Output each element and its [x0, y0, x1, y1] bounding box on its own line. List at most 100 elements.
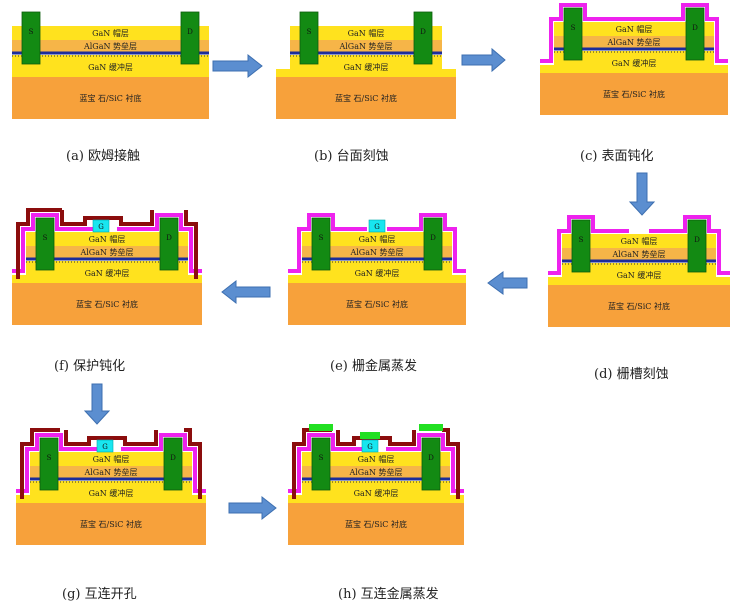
barrier-layer — [12, 40, 209, 52]
source-label: S — [307, 28, 312, 36]
protective-passivation-middle — [60, 210, 154, 226]
source-contact — [311, 437, 331, 491]
source-contact — [311, 217, 331, 271]
gate-metal — [96, 439, 114, 453]
substrate-label: 蓝宝 石/SiC 衬底 — [76, 299, 138, 309]
gate-label: G — [102, 443, 108, 451]
source-contact — [571, 219, 591, 273]
barrier-label: AlGaN 势垒层 — [348, 467, 402, 477]
buffer-layer — [562, 263, 716, 285]
barrier-label: AlGaN 势垒层 — [606, 37, 660, 47]
substrate-layer — [12, 77, 209, 119]
barrier-label: AlGaN 势垒层 — [83, 41, 137, 51]
source-contact — [21, 11, 41, 65]
drain-label: D — [187, 28, 193, 36]
barrier-label: AlGaN 势垒层 — [79, 247, 133, 257]
cap-label: GaN 帽层 — [359, 234, 396, 244]
caption-b: (b) 台面刻蚀 — [314, 149, 389, 164]
caption-d: (d) 栅槽刻蚀 — [594, 367, 669, 382]
cap-layer — [554, 22, 714, 36]
substrate-label: 蓝宝 石/SiC 衬底 — [345, 519, 407, 529]
substrate-layer — [276, 77, 456, 119]
passivation-layer-left — [288, 213, 367, 273]
cap-label: GaN 帽层 — [621, 236, 658, 246]
protective-passivation-right — [184, 210, 198, 279]
passivation-layer-left — [288, 433, 366, 493]
substrate-layer — [288, 283, 466, 325]
source-label: S — [47, 454, 52, 462]
caption-a: (a) 欧姆接触 — [66, 148, 140, 164]
substrate-label: 蓝宝 石/SiC 衬底 — [80, 93, 142, 103]
source-contact — [299, 11, 319, 65]
cap-label: GaN 帽层 — [358, 454, 395, 464]
gate-label: G — [367, 443, 373, 451]
barrier-layer — [562, 248, 716, 260]
arrow-d-to-e — [487, 271, 528, 295]
buffer-layer — [290, 55, 442, 77]
buffer-label: GaN 缓冲层 — [354, 488, 399, 498]
cap-label: GaN 帽层 — [92, 28, 129, 38]
arrow-b-to-c — [461, 47, 506, 73]
barrier-layer — [290, 40, 442, 52]
drain-label: D — [170, 454, 176, 462]
drain-contact — [421, 437, 441, 491]
passivation-layer-left — [540, 3, 634, 63]
protective-passivation-left — [292, 428, 332, 499]
cap-layer — [302, 452, 450, 466]
passivation-layer-right — [649, 215, 730, 275]
arrow-c-to-d — [628, 172, 656, 216]
passivation-layer-left — [548, 215, 629, 275]
buffer-label: GaN 缓冲层 — [89, 488, 134, 498]
source-contact — [563, 7, 583, 61]
cap-layer — [30, 452, 192, 466]
caption-c: (c) 表面钝化 — [580, 149, 654, 164]
buffer-layer — [302, 481, 450, 503]
substrate-layer — [288, 503, 464, 545]
drain-contact — [163, 437, 183, 491]
caption-g: (g) 互连开孔 — [62, 586, 137, 602]
drain-label: D — [430, 234, 436, 242]
drain-label: D — [166, 234, 172, 242]
drain-contact — [159, 217, 179, 271]
buffer-label: GaN 缓冲层 — [88, 62, 133, 72]
barrier-layer — [30, 466, 192, 478]
substrate-label: 蓝宝 石/SiC 衬底 — [603, 89, 665, 99]
cap-layer — [302, 232, 452, 246]
cap-layer — [26, 232, 188, 246]
substrate-label: 蓝宝 石/SiC 衬底 — [608, 301, 670, 311]
gate-label: G — [374, 223, 380, 231]
drain-contact — [687, 219, 707, 273]
passivation-layer-right — [386, 433, 464, 493]
caption-f: (f) 保护钝化 — [54, 359, 125, 374]
source-label: S — [29, 28, 34, 36]
barrier-layer — [26, 246, 188, 258]
arrow-g-to-h — [228, 495, 277, 521]
protective-passivation-right — [442, 428, 460, 499]
buffer-layer — [554, 51, 714, 73]
drain-label: D — [428, 454, 434, 462]
barrier-layer — [302, 246, 452, 258]
buffer-label: GaN 缓冲层 — [617, 270, 662, 280]
cap-layer — [290, 26, 442, 40]
flow-arrows — [83, 47, 656, 521]
cap-layer — [12, 26, 209, 40]
buffer-layer — [30, 481, 192, 503]
source-label: S — [319, 454, 324, 462]
captions: (a) 欧姆接触 (b) 台面刻蚀 (c) 表面钝化 (f) 保护钝化 (e) … — [54, 148, 669, 602]
protective-passivation-middle — [64, 430, 158, 446]
arrow-f-to-g — [83, 383, 111, 425]
buffer-label: GaN 缓冲层 — [612, 58, 657, 68]
panel-a: 蓝宝 石/SiC 衬底 GaN 缓冲层 AlGaN 势垒层 GaN 帽层 S D — [12, 11, 209, 119]
source-label: S — [319, 234, 324, 242]
barrier-label: AlGaN 势垒层 — [349, 247, 403, 257]
passivation-layer-right — [121, 433, 206, 493]
source-contact — [35, 217, 55, 271]
interconnect-gate — [360, 432, 380, 439]
substrate-label: 蓝宝 石/SiC 衬底 — [80, 519, 142, 529]
substrate-layer — [540, 73, 728, 115]
substrate-label: 蓝宝 石/SiC 衬底 — [346, 299, 408, 309]
buffer-layer — [12, 55, 209, 77]
